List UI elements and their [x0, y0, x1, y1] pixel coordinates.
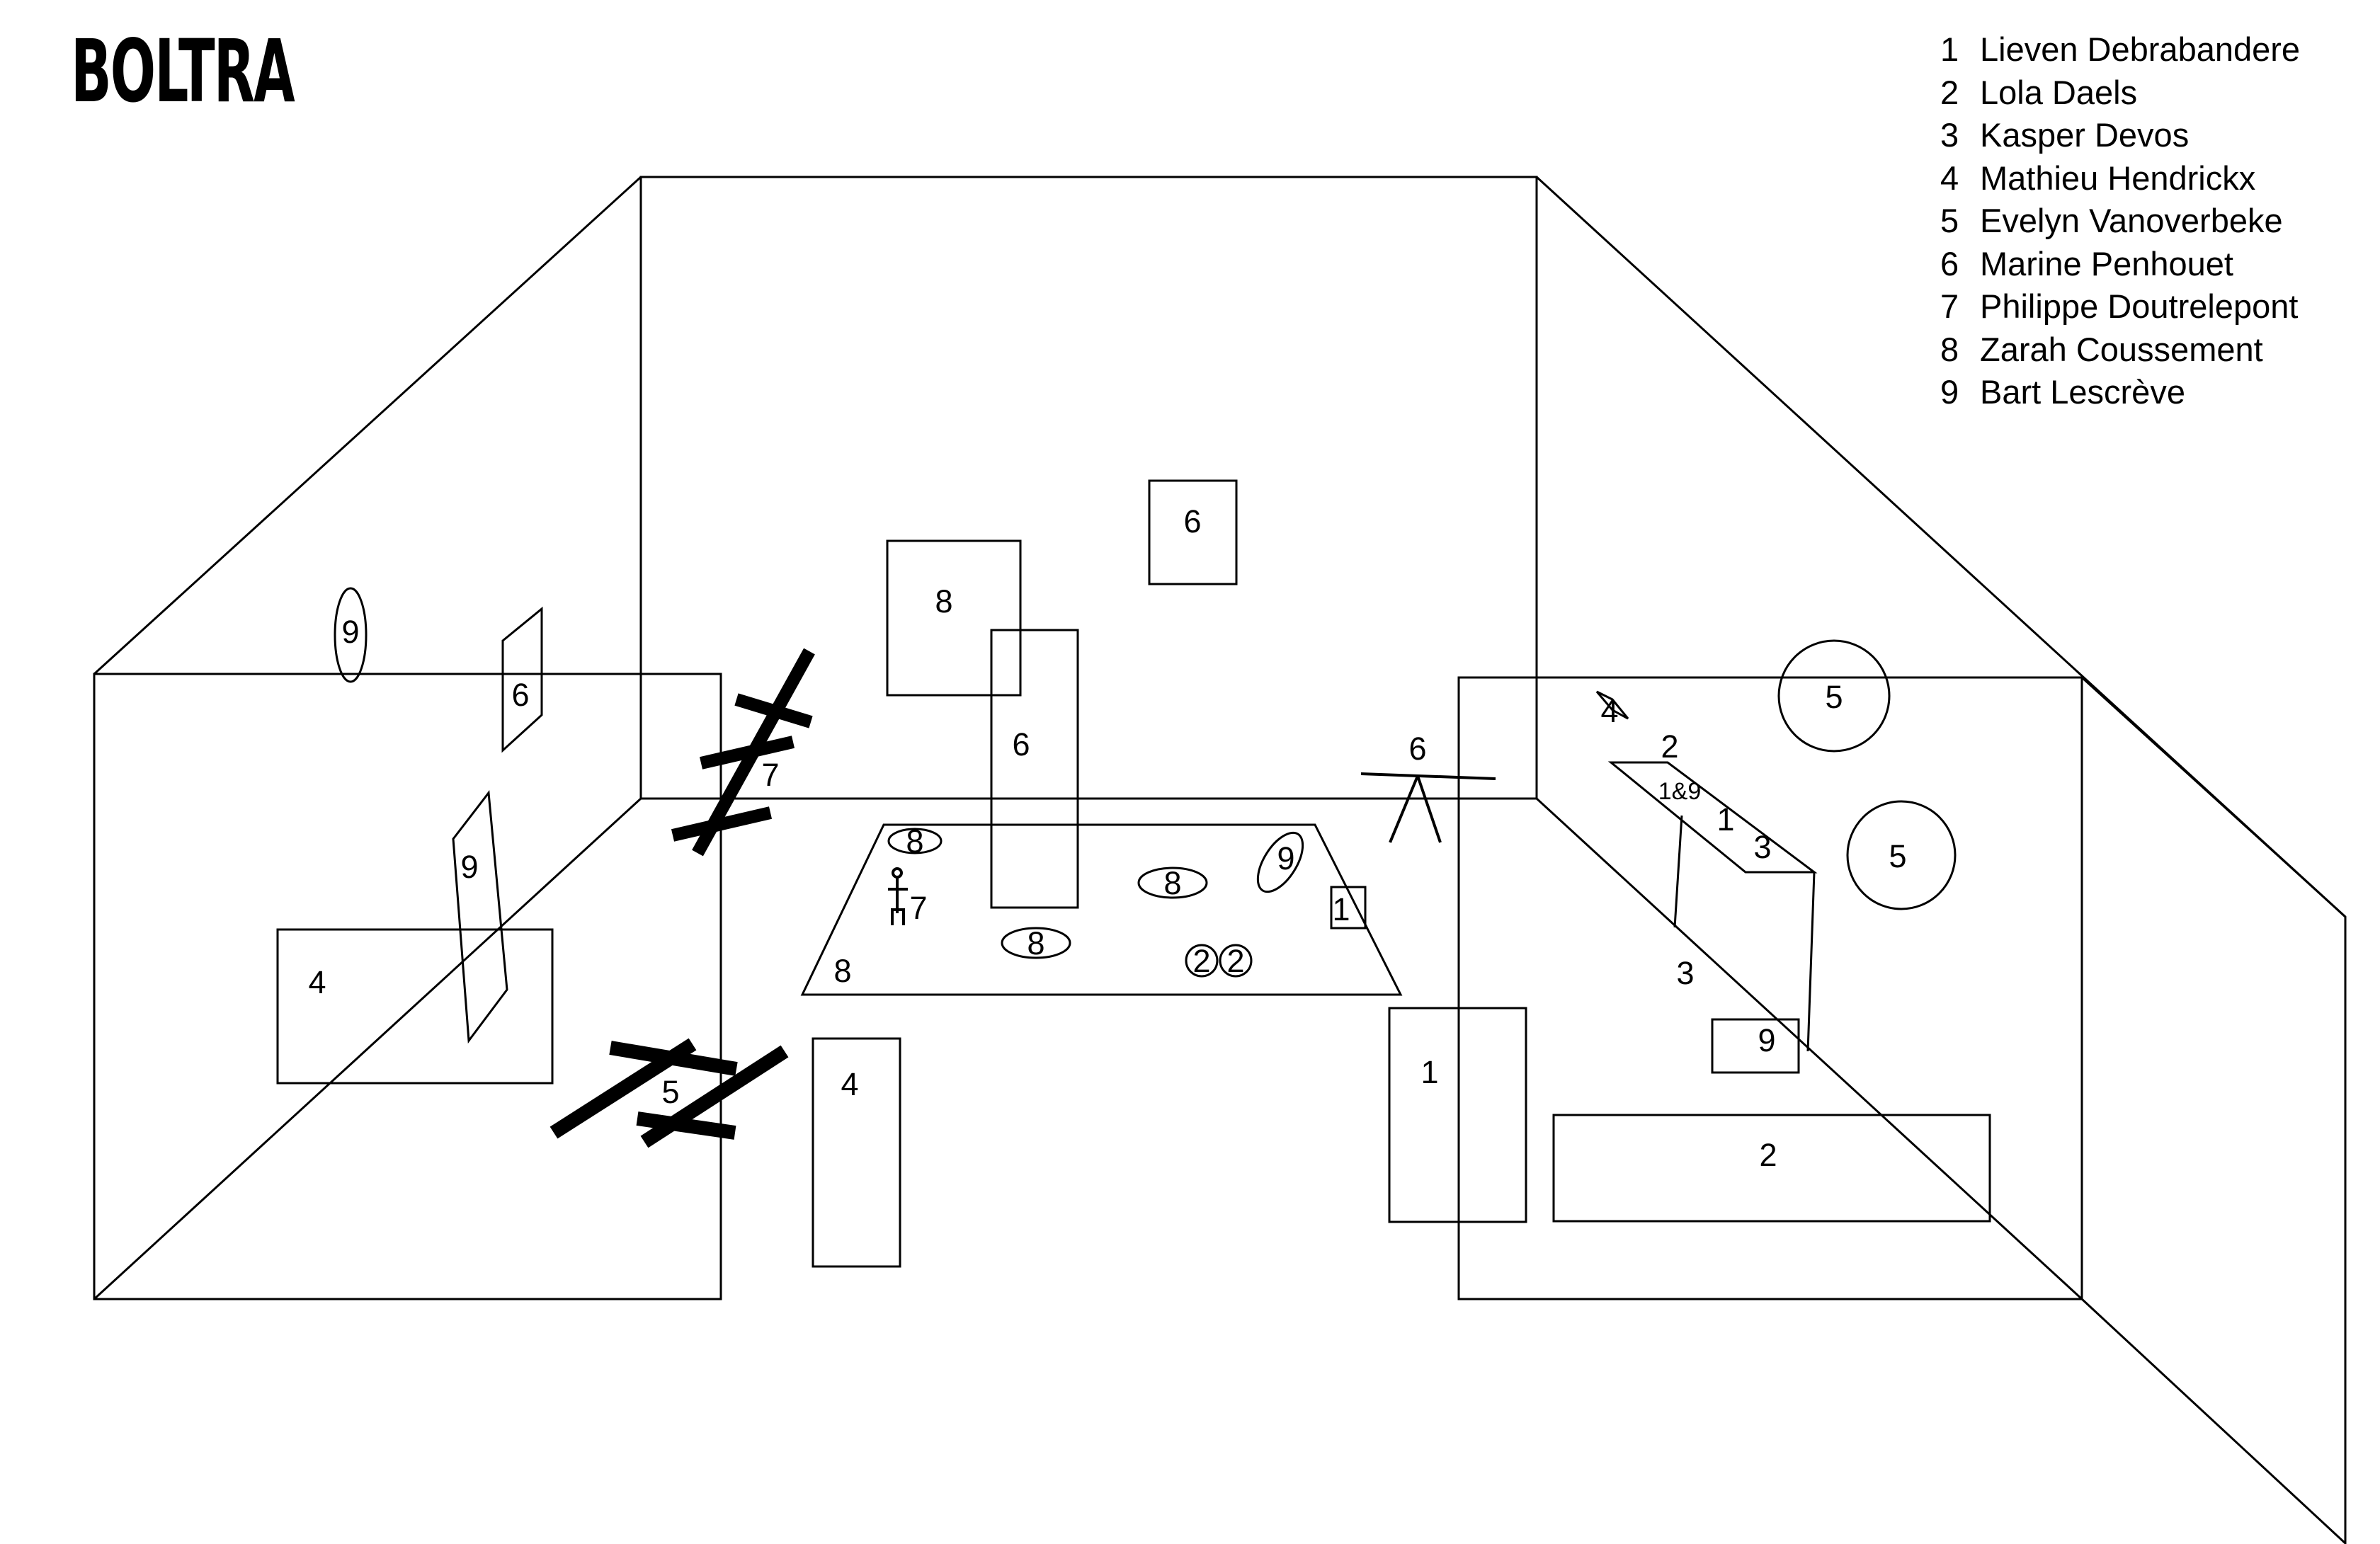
- artist-legend: 1 Lieven Debrabandere 2 Lola Daels 3 Kasper…: [1940, 28, 2300, 414]
- legend-number: 1: [1940, 30, 1959, 68]
- label-3: 3: [1753, 829, 1771, 865]
- work-9-right-box: [1711, 1018, 1800, 1074]
- floor-edge-right: [1535, 797, 2083, 1300]
- label-2: 2: [1192, 943, 1210, 979]
- label-3: 3: [1676, 955, 1694, 991]
- label-1: 1: [1332, 891, 1350, 927]
- legend-number: 5: [1940, 202, 1959, 239]
- work-4-left: [276, 928, 554, 1085]
- label-8: 8: [833, 953, 851, 989]
- label-8: 8: [935, 583, 952, 619]
- label-9: 9: [341, 614, 359, 650]
- label-6: 6: [511, 677, 529, 713]
- label-7: 7: [909, 890, 927, 926]
- label-2: 2: [1661, 728, 1678, 765]
- plan-title: BOLTRA: [71, 21, 295, 122]
- work-5-circle-right: [1846, 800, 1957, 910]
- label-1-and-9: 1&9: [1658, 778, 1702, 805]
- legend-number: 9: [1940, 373, 1959, 411]
- label-6: 6: [1408, 731, 1426, 767]
- label-6: 6: [1012, 726, 1030, 762]
- label-4: 4: [841, 1066, 858, 1102]
- label-8: 8: [1027, 925, 1044, 961]
- floor-platform: [800, 823, 1403, 996]
- label-7: 7: [761, 757, 779, 793]
- work-table-top: [1607, 761, 1818, 874]
- label-4: 4: [1600, 693, 1618, 729]
- legend-item: 7 Philippe Doutrelepont: [1940, 285, 2300, 328]
- work-8-back: [886, 539, 1022, 697]
- right-wall-panel: [1457, 676, 2083, 1300]
- back-wall: [639, 176, 1538, 800]
- legend-item: 4 Mathieu Hendrickx: [1940, 157, 2300, 200]
- legend-artist-name: Kasper Devos: [1980, 116, 2190, 154]
- left-wall-panel: [93, 673, 722, 1300]
- legend-number: 6: [1940, 244, 1959, 282]
- legend-number: 2: [1940, 73, 1959, 111]
- work-8-oval-a: [887, 828, 943, 854]
- label-8: 8: [1163, 865, 1181, 901]
- legend-item: 2 Lola Daels: [1940, 72, 2300, 115]
- right-side-wall: [2080, 676, 2347, 1544]
- legend-number: 3: [1940, 116, 1959, 154]
- legend-item: 6 Marine Penhouet: [1940, 243, 2300, 286]
- label-9: 9: [460, 849, 478, 885]
- work-2-circle-b: [1219, 944, 1253, 978]
- work-5-sticks: [550, 1038, 789, 1148]
- legend-artist-name: Lieven Debrabandere: [1980, 30, 2301, 68]
- legend-item: 5 Evelyn Vanoverbeke: [1940, 200, 2300, 243]
- work-9-oval: [334, 587, 368, 683]
- work-8-oval-b: [1137, 867, 1208, 899]
- label-2: 2: [1226, 943, 1244, 979]
- legend-number: 4: [1940, 159, 1959, 197]
- label-9: 9: [1758, 1022, 1775, 1058]
- work-2-circle-a: [1185, 944, 1219, 978]
- work-table-leg-right: [1806, 871, 1816, 1052]
- label-5: 5: [1889, 838, 1906, 874]
- ceiling-edge-left: [93, 176, 642, 675]
- label-6: 6: [1183, 503, 1201, 539]
- legend-number: 8: [1940, 330, 1959, 368]
- work-table-leg-left: [1673, 815, 1683, 928]
- legend-item: 3 Kasper Devos: [1940, 114, 2300, 157]
- legend-artist-name: Marine Penhouet: [1980, 244, 2233, 282]
- label-5: 5: [661, 1074, 679, 1110]
- work-7-figure: [888, 867, 908, 925]
- work-4-floor: [812, 1037, 901, 1268]
- work-1-floor: [1388, 1007, 1527, 1223]
- legend-item: 9 Bart Lescrève: [1940, 371, 2300, 414]
- work-6-panel: [501, 606, 543, 753]
- work-8-oval-c: [1001, 927, 1071, 959]
- legend-artist-name: Bart Lescrève: [1980, 373, 2185, 411]
- legend-number: 7: [1940, 287, 1959, 325]
- legend-artist-name: Evelyn Vanoverbeke: [1980, 202, 2283, 239]
- legend-artist-name: Philippe Doutrelepont: [1980, 287, 2299, 325]
- work-5-circle-top: [1777, 639, 1891, 753]
- label-2: 2: [1759, 1137, 1777, 1173]
- legend-artist-name: Mathieu Hendrickx: [1980, 159, 2256, 197]
- work-9-panel: [452, 790, 508, 1044]
- label-5: 5: [1825, 679, 1843, 715]
- legend-item: 1 Lieven Debrabandere: [1940, 28, 2300, 72]
- label-1: 1: [1420, 1054, 1438, 1090]
- legend-artist-name: Lola Daels: [1980, 73, 2138, 111]
- legend-artist-name: Zarah Coussement: [1980, 330, 2263, 368]
- work-4-small-plaque: [1595, 690, 1629, 720]
- work-2-floor: [1552, 1114, 1991, 1223]
- legend-item: 8 Zarah Coussement: [1940, 328, 2300, 372]
- floor-edge-left: [93, 797, 642, 1300]
- work-6-tripod: [1360, 772, 1496, 843]
- label-4: 4: [308, 964, 326, 1000]
- work-9-tilted-oval: [1256, 831, 1304, 893]
- work-1-box: [1330, 886, 1367, 930]
- label-1: 1: [1716, 801, 1734, 837]
- work-7-sticks: [671, 648, 815, 857]
- label-9: 9: [1277, 840, 1294, 876]
- label-8: 8: [906, 823, 923, 859]
- work-6-back-tall: [990, 629, 1079, 909]
- work-6-back-top: [1148, 479, 1238, 585]
